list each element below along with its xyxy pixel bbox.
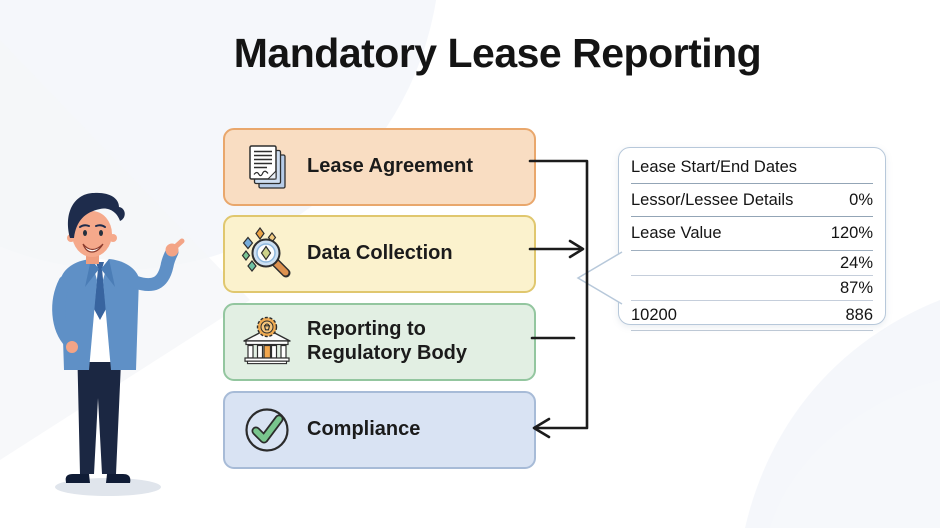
panel-row: Lease Start/End Dates xyxy=(631,151,873,184)
businessman-illustration xyxy=(52,192,185,496)
row-label: Lease Start/End Dates xyxy=(631,157,798,176)
row-value: 87% xyxy=(839,278,873,297)
step-label: Lease Agreement xyxy=(307,155,473,178)
step-lease-agreement: Lease Agreement xyxy=(223,128,536,206)
step-data-collection: Data Collection xyxy=(223,215,536,293)
lease-documents-icon xyxy=(249,145,286,189)
panel-row: Lease Value 120% xyxy=(631,217,873,251)
step-reporting-regulatory-body: Reporting to Regulatory Body xyxy=(223,303,536,381)
row-value: 0% xyxy=(849,190,873,209)
lease-details-panel: Lease Start/End Dates Lessor/Lessee Deta… xyxy=(618,147,886,331)
step-compliance: Compliance xyxy=(223,391,536,469)
page-title: Mandatory Lease Reporting xyxy=(233,30,762,76)
panel-row: 87% xyxy=(631,276,873,301)
row-value: 24% xyxy=(839,253,873,272)
panel-row: 10200 886 xyxy=(631,301,873,331)
step-label: Compliance xyxy=(307,418,421,441)
row-label: Lessor/Lessee Details xyxy=(631,190,794,209)
row-label: Lease Value xyxy=(631,224,722,242)
row-label: 10200 xyxy=(631,306,677,324)
magnifier-data-icon xyxy=(241,226,291,278)
step-label: Reporting to Regulatory Body xyxy=(307,318,468,364)
panel-row: 24% xyxy=(631,251,873,276)
row-value: 886 xyxy=(845,306,873,324)
step-label: Data Collection xyxy=(307,242,453,265)
row-value: 120% xyxy=(830,224,873,242)
check-circle-icon xyxy=(245,408,289,452)
bubble-tail xyxy=(576,251,623,305)
panel-row: Lessor/Lessee Details 0% xyxy=(631,184,873,217)
government-building-icon xyxy=(243,316,291,365)
